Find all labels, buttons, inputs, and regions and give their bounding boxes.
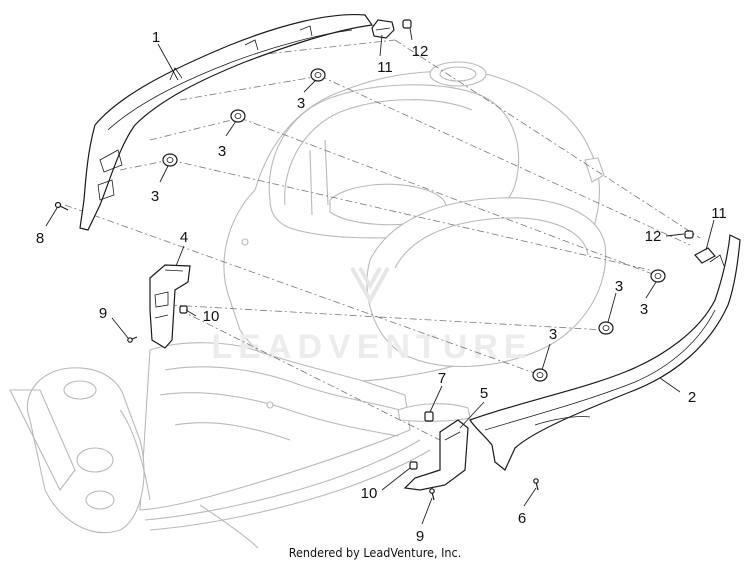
callout-11-b: 11 [711, 205, 727, 222]
footer-credit: Rendered by LeadVenture, Inc. [288, 545, 462, 560]
part-8-screw [54, 201, 69, 211]
part-4-bracket [149, 264, 191, 349]
part-1-upper-trim [79, 13, 374, 231]
callout-9-b: 9 [416, 528, 424, 545]
callout-3-d: 3 [615, 278, 623, 295]
part-12-clip-right [684, 230, 694, 239]
part-9-screw-lower [429, 488, 435, 501]
part-11-bracket-right [694, 247, 716, 264]
part-11-bracket-top [371, 19, 395, 39]
part-3-grommets [162, 68, 666, 382]
part-10-clip-lower [409, 461, 418, 470]
callout-6: 6 [518, 510, 526, 527]
callout-3-c: 3 [151, 188, 159, 205]
part-10-clip-left [179, 305, 188, 314]
watermark-text: LEADVENTURE [211, 328, 532, 366]
scooter-frame-body [9, 61, 607, 549]
leader-lines [45, 27, 715, 525]
callout-12-b: 12 [645, 228, 662, 245]
callout-12-a: 12 [412, 43, 429, 60]
callout-9-a: 9 [99, 305, 107, 322]
part-5-cover [403, 419, 469, 491]
callout-5: 5 [480, 385, 488, 402]
callout-7: 7 [438, 370, 446, 387]
part-7-clip [424, 411, 434, 422]
part-9-screw-left [127, 336, 138, 343]
callout-3-f: 3 [549, 326, 557, 343]
part-2-lower-trim [469, 234, 741, 471]
callout-4: 4 [180, 229, 188, 246]
callout-10-a: 10 [203, 308, 220, 325]
callout-10-b: 10 [361, 485, 378, 502]
callout-3-b: 3 [218, 143, 226, 160]
callout-11-a: 11 [377, 59, 393, 76]
watermark: LEADVENTURE [211, 267, 532, 366]
callout-1: 1 [152, 29, 160, 46]
callout-8: 8 [36, 230, 44, 247]
callouts: 1 2 3 3 3 3 3 3 3 4 5 6 7 8 9 9 10 10 11… [36, 29, 727, 545]
part-6-screw [533, 478, 539, 491]
callout-3-e: 3 [640, 301, 648, 318]
callout-2: 2 [688, 389, 696, 406]
callout-3-a: 3 [297, 95, 305, 112]
assembly-lines [64, 39, 701, 441]
part-12-clip-top [402, 19, 412, 29]
